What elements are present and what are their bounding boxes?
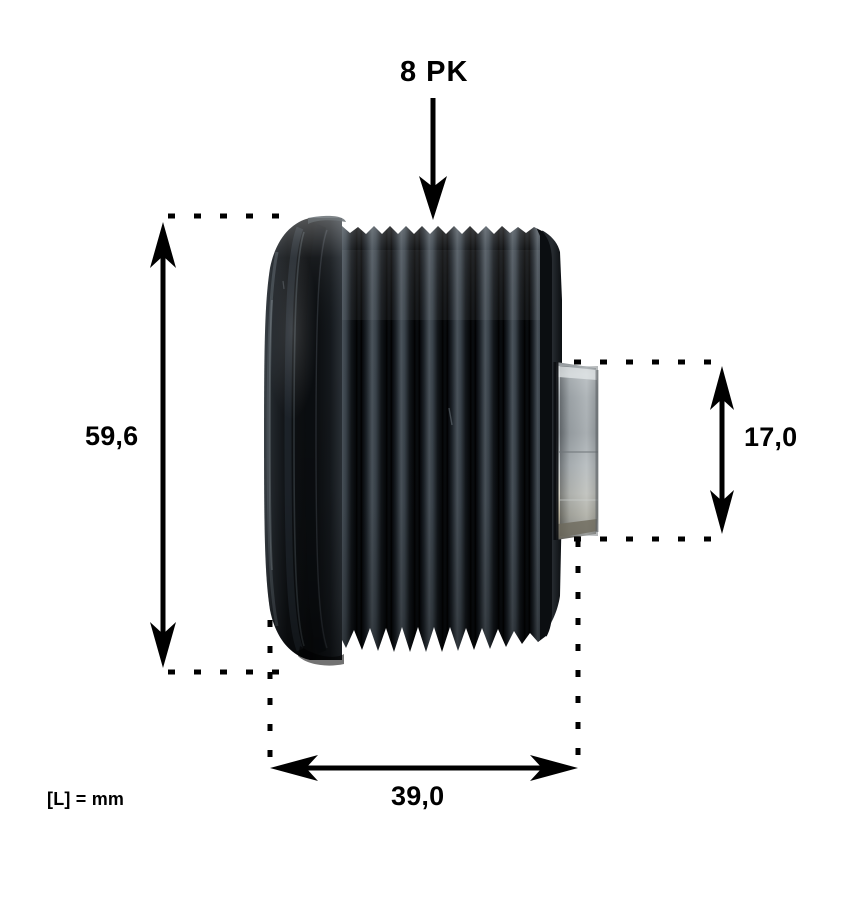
pulley-hub [553,362,599,540]
dimension-outer-diameter [150,222,176,668]
leader-arrow-8pk [419,98,447,220]
dimension-overall-width [270,755,578,781]
dimension-hub-diameter [710,366,734,534]
pulley-ribbed-body [322,206,552,690]
pulley-left-flange [264,215,346,666]
label-outer-diameter: 59,6 [85,421,139,451]
label-hub-diameter: 17,0 [744,422,798,452]
pulley-part-image [264,206,599,690]
pulley-top-rib-profile [326,206,548,234]
pulley-bottom-rib-profile [330,627,552,690]
label-rib-count: 8 PK [400,56,469,88]
dimension-extension-lines-vertical [267,540,581,762]
label-overall-width: 39,0 [391,781,445,811]
label-units-note: [L] = mm [47,789,125,809]
